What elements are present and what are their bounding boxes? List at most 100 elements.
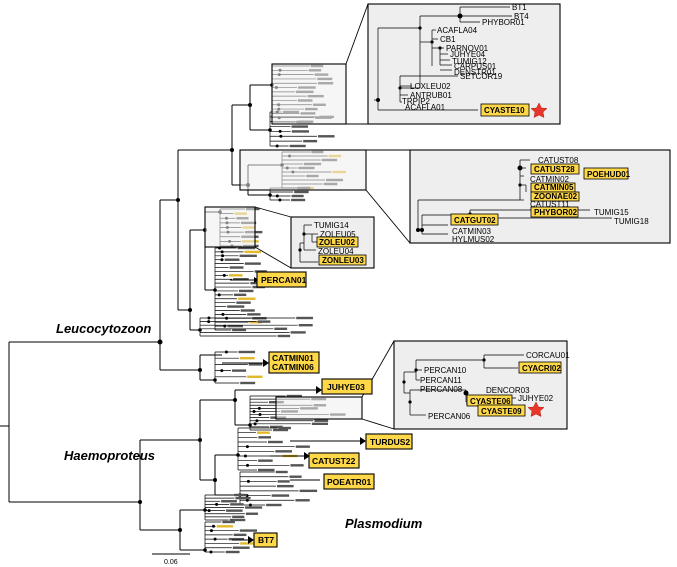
support-node (213, 378, 217, 382)
tip-label-mark (294, 190, 309, 194)
inset2-label-tumig18: TUMIG18 (614, 217, 649, 226)
inset1-label-carpus01: CARPUS01 (454, 62, 497, 71)
support-node (221, 312, 225, 316)
inset2-label-tumig15: TUMIG15 (594, 208, 629, 217)
support-node (221, 254, 225, 258)
support-node (252, 409, 256, 413)
tip-label-mark (296, 316, 313, 320)
tip-label-mark (289, 144, 306, 148)
inset4-label-percan11: PERCAN11 (420, 376, 462, 385)
tip-label-mark (257, 320, 271, 323)
tip-label-highlighted-mark (238, 297, 256, 300)
inset-4: CORCAU01 CYACRI02 PERCAN10 PERCAN11 PERC… (393, 340, 570, 430)
inset2-highlight-catmin05: CATMIN05 (534, 183, 574, 192)
tip-label-mark (233, 293, 247, 297)
inset2-label-catmin02: CATMIN02 (530, 175, 570, 184)
tip-label-mark (258, 436, 272, 439)
inset3-label-tumig14: TUMIG14 (314, 221, 349, 230)
inset4-highlight-cyaste09: CYASTE09 (481, 407, 522, 416)
tip-label-mark (235, 496, 251, 500)
tip-label-highlighted-mark (240, 542, 254, 545)
inset1-label-bt1: BT1 (512, 3, 527, 12)
tip-label-mark (248, 363, 263, 366)
tip-label-mark (277, 484, 294, 488)
scale-label: 0.06 (164, 559, 178, 566)
tip-label-mark (295, 445, 310, 448)
tip-label-mark (290, 331, 306, 334)
support-node (203, 508, 207, 512)
inset1-label-cb1: CB1 (440, 35, 456, 44)
inset1-label-juhye04: JUHYE04 (450, 50, 486, 59)
tip-label-mark (227, 324, 243, 328)
tip-label-mark (318, 135, 335, 138)
tip-label-highlighted-mark (249, 320, 263, 324)
tree-box-1 (271, 63, 347, 125)
inset1-label-antrub01: ANTRUB01 (410, 91, 452, 100)
tree-box-4 (275, 396, 363, 420)
tip-label-mark (291, 198, 306, 202)
tip-label-mark (229, 518, 246, 522)
support-node (258, 413, 262, 417)
inset4-label-percan10: PERCAN10 (424, 366, 467, 375)
tip-label-mark (273, 428, 289, 432)
inset4-highlight-cyaste06: CYASTE06 (470, 397, 511, 406)
tip-label-mark (234, 493, 247, 497)
support-node (257, 406, 261, 410)
tip-label-mark (236, 301, 251, 304)
support-node (220, 250, 224, 254)
inset4-highlight-cyacri02: CYACRI02 (522, 364, 561, 373)
support-node (248, 503, 252, 507)
support-node (213, 537, 217, 541)
inset-1: BT1 BT4 PHYBOR01 ACAFLA04 CB1 PARNOV01 J… (367, 3, 561, 125)
support-node (198, 328, 202, 332)
tip-label-mark (245, 506, 263, 509)
tip-label-mark (291, 194, 304, 198)
support-node (213, 288, 217, 292)
inset4-label-juhye02: JUHYE02 (518, 394, 554, 403)
support-node (212, 524, 216, 528)
genus-label-leucocytozoon: Leucocytozoon (56, 321, 151, 336)
tip-label-mark (295, 499, 310, 502)
inset1-label-acafla01: ACAFLA01 (405, 103, 446, 112)
inset2-label-catust11: CATUST11 (530, 200, 570, 209)
inset1-label-tumig12: TUMIG12 (452, 57, 487, 66)
tip-label-mark (274, 327, 288, 330)
support-node (215, 502, 219, 506)
inset1-label-loxleu02: LOXLEU02 (410, 82, 451, 91)
tip-label-mark (314, 419, 329, 422)
tip-label-mark (275, 470, 288, 474)
support-node (279, 134, 283, 138)
inset-2: CATUST08 CATUST28 POEHUD01 CATMIN02 CATM… (409, 149, 671, 244)
support-node (268, 128, 272, 132)
inset1-label-parnov01: PARNOV01 (446, 44, 489, 53)
star-icon (527, 401, 545, 417)
support-node (209, 529, 213, 533)
tip-label-mark (233, 533, 247, 537)
inset4-label-dencor03: DENCOR03 (486, 386, 530, 395)
support-node (203, 548, 207, 552)
inset2-label-catust08: CATUST08 (538, 156, 579, 165)
inset2-highlight-zoonae02: ZOONAE02 (534, 192, 578, 201)
tip-label-mark (266, 503, 282, 507)
tip-label-mark (240, 381, 256, 385)
tip-label-mark (291, 130, 309, 133)
support-node (245, 445, 249, 449)
tip-label-mark (277, 334, 291, 338)
support-node (245, 498, 249, 502)
tip-label-mark (299, 489, 318, 493)
tip-label-mark (278, 426, 291, 430)
tip-label-mark (228, 537, 245, 541)
support-node (209, 550, 213, 554)
support-nodes (138, 103, 252, 532)
support-node (220, 258, 224, 262)
inset3-label-zoleu05: ZOLEU05 (320, 230, 356, 239)
tip-label-mark (232, 328, 247, 332)
inset4-label-percan06: PERCAN06 (428, 412, 471, 421)
inset1-label-phybor01: PHYBOR01 (482, 18, 525, 27)
tip-label-mark (277, 480, 290, 483)
tip-label-mark (254, 270, 267, 273)
tip-label-mark (222, 520, 235, 524)
highlight-catust22: CATUST22 (312, 456, 356, 466)
highlight-catmin06: CATMIN06 (272, 362, 314, 372)
tip-label-highlighted-mark (256, 431, 270, 434)
